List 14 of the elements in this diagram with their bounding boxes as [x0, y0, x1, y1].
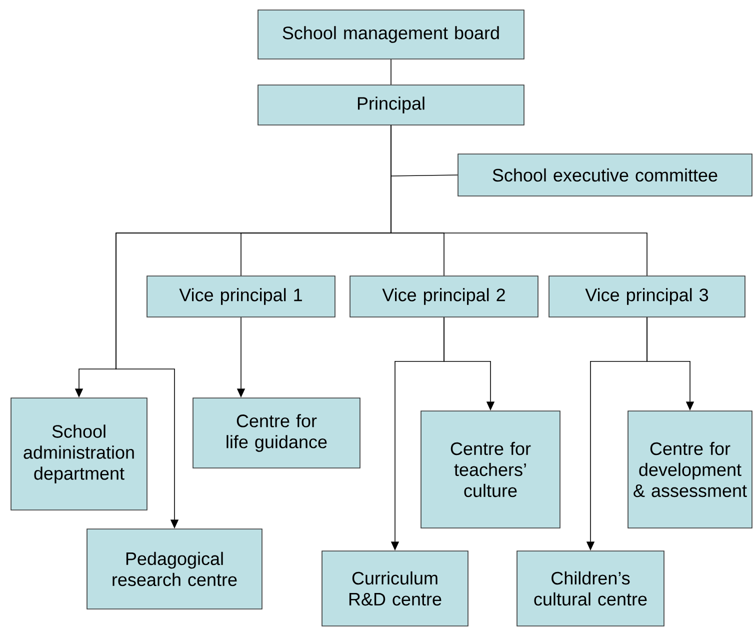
org-box: Principal [258, 84, 524, 126]
org-box: Curriculum R&D centre [322, 550, 468, 626]
connector-line [390, 59, 392, 85]
org-box: School management board [258, 10, 524, 60]
org-box: Pedagogical research centre [86, 528, 262, 610]
org-box: School executive committee [458, 154, 752, 196]
org-box: Vice principal 3 [548, 276, 746, 318]
org-box: Centre for life guidance [192, 398, 360, 468]
org-box: Vice principal 2 [350, 276, 538, 318]
org-box: Children’s cultural centre [516, 550, 664, 626]
org-box: Centre for teachers’ culture [420, 410, 560, 528]
org-box: Vice principal 1 [146, 276, 336, 318]
org-box: Centre for development & assessment [628, 410, 752, 528]
org-box: School administration department [10, 398, 148, 510]
